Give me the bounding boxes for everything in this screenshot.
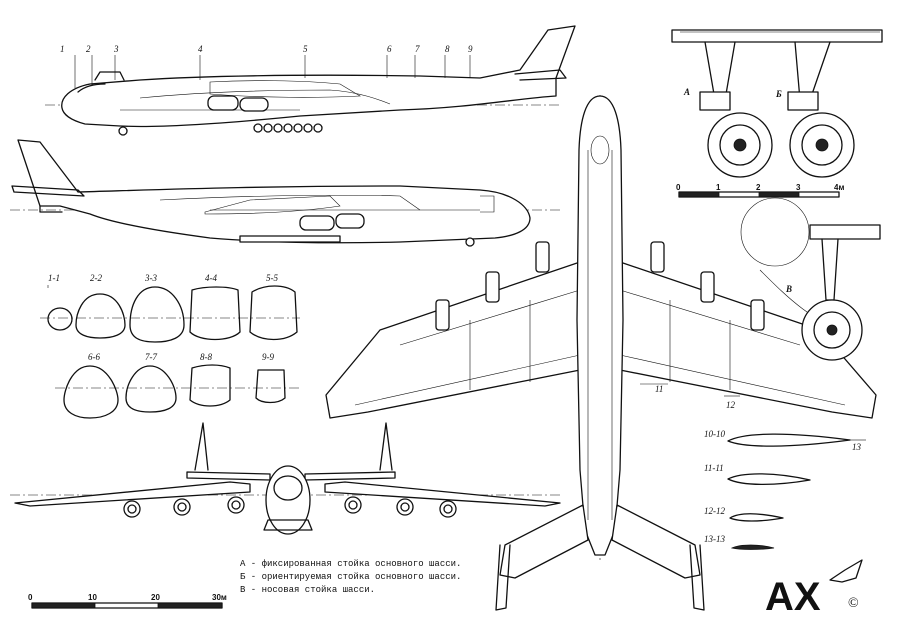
main-scale-tick-20: 20 — [151, 593, 160, 602]
section-label-4-4: 4-4 — [205, 273, 217, 283]
copyright-mark: © — [848, 596, 859, 611]
gear-label-b: Б — [775, 89, 782, 99]
station-7: 7 — [415, 44, 420, 54]
side-view-bottom — [10, 139, 560, 247]
main-scale-tick-0: 0 — [28, 593, 33, 602]
station-8: 8 — [445, 44, 450, 54]
station-9: 9 — [468, 44, 473, 54]
cross-sections: 1-1 2-2 3-3 4-4 5-5 6-6 7-7 8-8 9-9 — [40, 273, 300, 419]
station-6: 6 — [387, 44, 392, 54]
front-engines — [123, 496, 457, 518]
side-view-top: 1 2 3 4 5 6 7 8 9 — [45, 25, 576, 136]
gear-scale-tick-2: 2 — [756, 183, 761, 192]
section-label-1-1: 1-1 — [48, 273, 60, 283]
legend-line-v: В - носовая стойка шасси. — [240, 585, 375, 595]
station-1: 1 — [60, 44, 65, 54]
gear-label-v: В — [785, 284, 792, 294]
gear-legend: А - фиксированная стойка основного шасси… — [240, 559, 461, 595]
section-label-3-3: 3-3 — [144, 273, 157, 283]
section-label-9-9: 9-9 — [262, 352, 274, 362]
station-2: 2 — [86, 44, 91, 54]
airfoil-label-12-12: 12-12 — [704, 506, 725, 516]
gear-scale-tick-1: 1 — [716, 183, 721, 192]
section-label-8-8: 8-8 — [200, 352, 212, 362]
section-label-7-7: 7-7 — [145, 352, 157, 362]
main-scale-bar: 0 10 20 30м — [28, 593, 227, 609]
airfoil-label-10-10: 10-10 — [704, 429, 725, 439]
gear-scale-tick-0: 0 — [676, 183, 681, 192]
plan-mark-11: 11 — [655, 384, 663, 394]
front-view — [10, 422, 561, 535]
legend-line-a: А - фиксированная стойка основного шасси… — [240, 559, 461, 569]
gear-scale-tick-4: 4м — [834, 183, 844, 192]
airfoil-sections: 10-10 11-11 12-12 13-13 — [704, 429, 866, 550]
gear-scale-bar: 0 1 2 3 4м — [676, 183, 844, 198]
station-4: 4 — [198, 44, 203, 54]
main-gear-detail: А Б — [671, 29, 883, 178]
legend-line-b: Б - ориентируемая стойка основного шасси… — [240, 572, 461, 582]
section-label-2-2: 2-2 — [90, 273, 102, 283]
nose-gear-detail: В — [740, 197, 881, 361]
main-scale-tick-10: 10 — [88, 593, 97, 602]
section-label-5-5: 5-5 — [266, 273, 278, 283]
plan-engines — [435, 241, 765, 331]
ax-logo: АХ © — [765, 559, 863, 619]
plan-mark-12: 12 — [726, 400, 736, 410]
gear-label-a: А — [683, 87, 690, 97]
plan-view: 11 12 13 — [325, 95, 877, 611]
logo-text: АХ — [765, 575, 821, 619]
section-label-6-6: 6-6 — [88, 352, 100, 362]
main-scale-tick-30: 30м — [212, 593, 227, 602]
gear-scale-tick-3: 3 — [796, 183, 801, 192]
main-gear-wheels — [707, 112, 855, 178]
station-markers: 1 2 3 4 5 6 7 8 9 — [60, 44, 473, 88]
station-5: 5 — [303, 44, 308, 54]
airfoil-label-13-13: 13-13 — [704, 534, 725, 544]
station-3: 3 — [113, 44, 119, 54]
plan-mark-13: 13 — [852, 442, 862, 452]
side-gear-top — [118, 123, 323, 136]
airfoil-label-11-11: 11-11 — [704, 463, 724, 473]
